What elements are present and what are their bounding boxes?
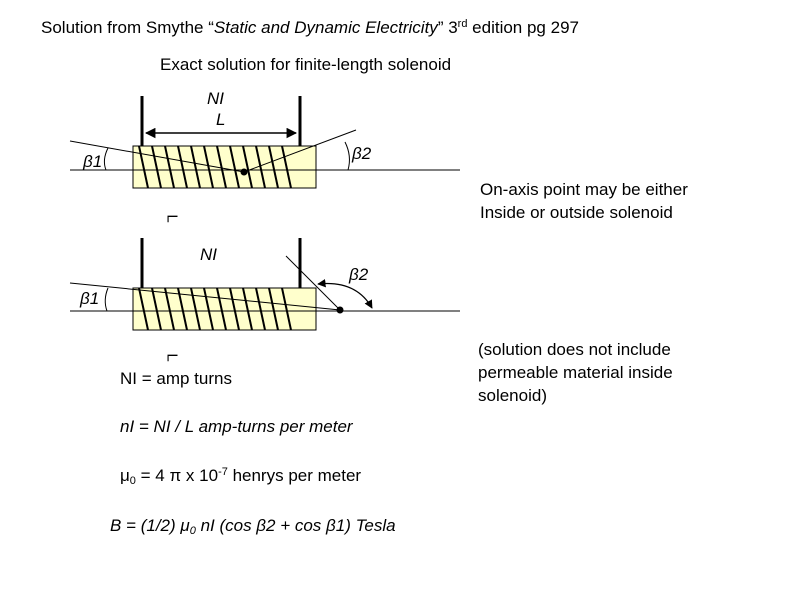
- solenoid-diagram-2: [69, 238, 460, 331]
- length-label-1: L: [216, 110, 226, 129]
- equation-n-def: nI = NI / L amp-turns per meter: [120, 417, 353, 436]
- rotated-length-label-2: L: [163, 353, 181, 362]
- coil-windings-1: [138, 145, 292, 189]
- equation-mu: μ0 = 4 π x 10-7 henrys per meter: [120, 466, 362, 487]
- beta1-label-2: β1: [80, 289, 100, 308]
- field-point-1: [240, 168, 248, 176]
- field-point-2: [336, 306, 344, 314]
- angle-ray-left-2: [69, 282, 341, 311]
- equation-b: B = (1/2) μ0 nI (cos β2 + cos β1) Tesla: [110, 516, 396, 537]
- rotated-length-label-1: L: [163, 214, 181, 223]
- beta2-label-2: β2: [349, 265, 369, 284]
- angle-arc-beta1-2: [104, 287, 109, 312]
- angle-ray-left-1: [69, 140, 245, 173]
- permeable-note: (solution does not include permeable mat…: [478, 340, 673, 405]
- beta2-label-1: β2: [352, 144, 372, 163]
- angle-arc-beta2-2: [317, 279, 373, 309]
- ni-label-2: NI: [200, 245, 217, 264]
- angle-arc-beta2-1: [344, 141, 350, 171]
- page-title: Solution from Smythe “Static and Dynamic…: [41, 18, 579, 37]
- ni-label-1: NI: [207, 89, 224, 108]
- equation-ni: NI = amp turns: [120, 369, 232, 388]
- beta1-label-1: β1: [83, 152, 103, 171]
- angle-ray-right-1: [243, 129, 357, 173]
- coil-windings-2: [138, 287, 292, 331]
- angle-arc-beta1-1: [103, 147, 109, 171]
- solenoid-diagram-1: [69, 96, 460, 189]
- onaxis-note: On-axis point may be either Inside or ou…: [480, 180, 688, 222]
- subtitle: Exact solution for finite-length solenoi…: [160, 55, 452, 74]
